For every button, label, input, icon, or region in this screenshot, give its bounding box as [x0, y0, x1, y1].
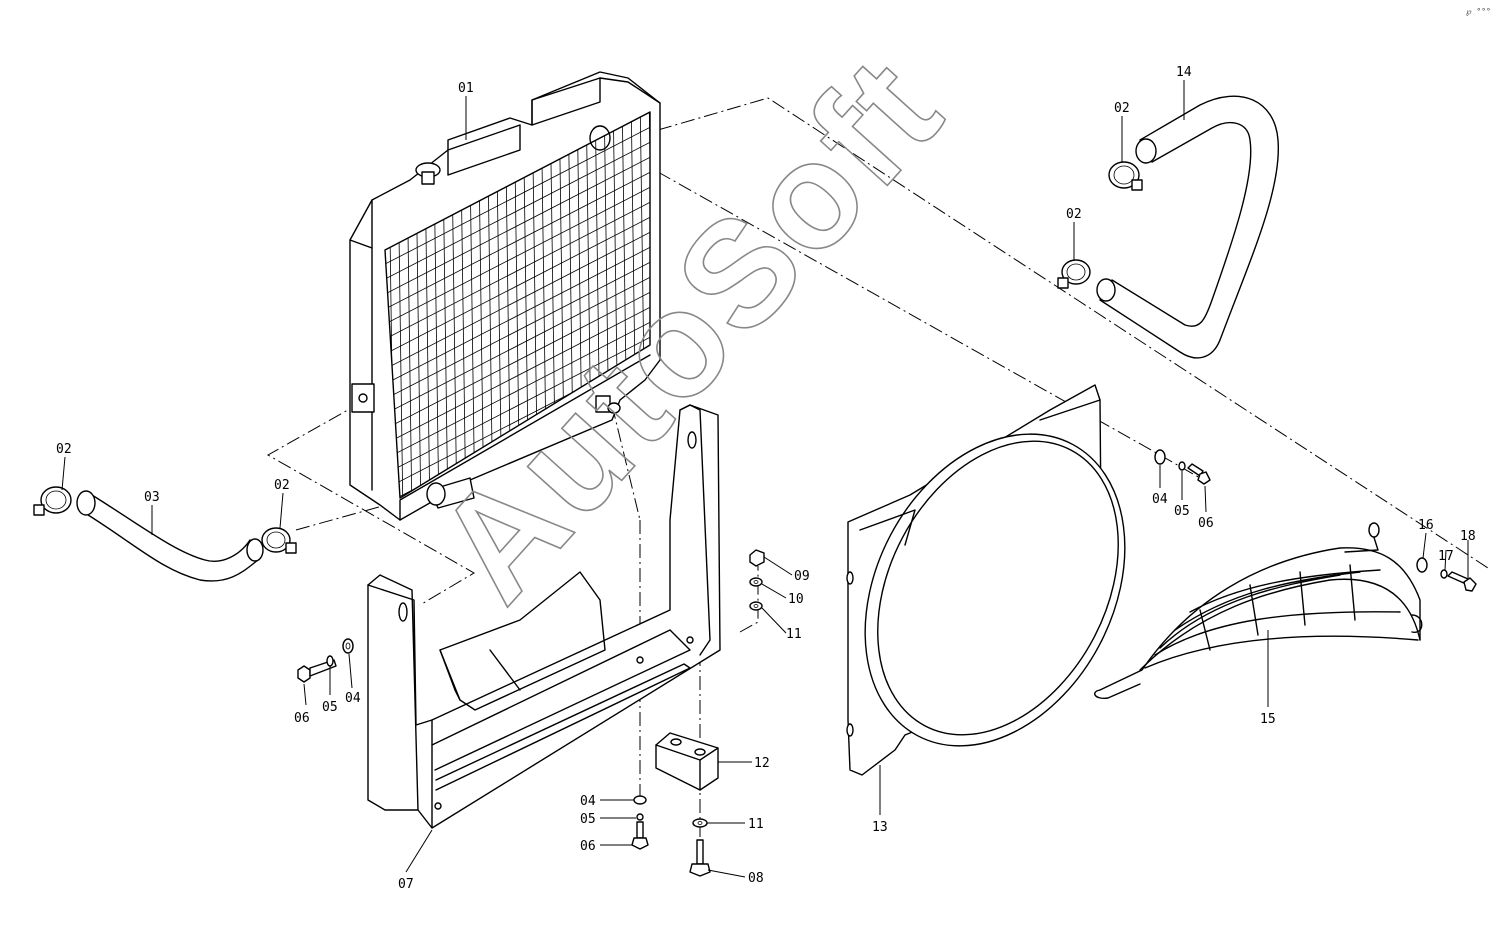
core-fin-row [385, 326, 650, 488]
callout-label: 10 [788, 592, 804, 607]
core-fin-row [385, 146, 650, 308]
callout-label: 14 [1176, 65, 1192, 80]
core-fin-row [385, 116, 650, 278]
hose-clamp-left-mid [261, 527, 297, 554]
callout-label: 09 [794, 569, 810, 584]
lower-hose [76, 490, 264, 582]
mounting-bracket [367, 404, 721, 829]
callout-label: 15 [1260, 712, 1276, 727]
spacer-block [655, 732, 719, 791]
callout-label: 01 [458, 81, 474, 96]
callout-label: 04 [580, 794, 596, 809]
callout-label: 07 [398, 877, 414, 892]
hose-clamp-left [33, 486, 72, 516]
callout-label: 02 [56, 442, 72, 457]
callout-label: 08 [748, 871, 764, 886]
core-fin-row [385, 206, 650, 368]
upper-hose [1096, 95, 1280, 359]
callout-labels: 01 02 02 02 02 03 04 05 06 04 05 06 04 0… [56, 65, 1476, 892]
callout-label: 13 [872, 820, 888, 835]
core-fin-row [385, 266, 650, 428]
fasteners-right [1154, 449, 1211, 485]
core-fin-row [385, 251, 650, 413]
callout-label: 02 [1066, 207, 1082, 222]
core-fin-row [385, 191, 650, 353]
callout-label: 05 [580, 812, 596, 827]
fasteners-bracket [689, 549, 765, 877]
callout-label: 06 [1198, 516, 1214, 531]
callout-label: 18 [1460, 529, 1476, 544]
core-fin-row [385, 296, 650, 458]
fasteners-bottom [631, 795, 649, 850]
callout-label: 03 [144, 490, 160, 505]
core-fin-row [385, 161, 650, 323]
callout-label: 04 [1152, 492, 1168, 507]
callout-label: 16 [1418, 518, 1434, 533]
core-fin-row [385, 281, 650, 443]
callout-label: 05 [1174, 504, 1190, 519]
core-fin-row [385, 311, 650, 473]
hose-clamp-top-left [1108, 161, 1143, 191]
corner-mark: ℘ °°° [1466, 7, 1491, 16]
callout-label: 12 [754, 756, 770, 771]
radiator [349, 71, 661, 521]
callout-label: 06 [580, 839, 596, 854]
callout-label: 17 [1438, 549, 1454, 564]
callout-label: 04 [345, 691, 361, 706]
fasteners-guard [1416, 557, 1477, 592]
leader-lines [61, 80, 1469, 878]
fan-shroud [846, 384, 1126, 776]
core-fin-row [385, 131, 650, 293]
fan-guard [1094, 522, 1423, 700]
core-fin-row [385, 236, 650, 398]
hose-clamp-top-mid [1057, 259, 1091, 289]
callout-label: 02 [1114, 101, 1130, 116]
callout-label: 11 [748, 817, 764, 832]
callout-label: 05 [322, 700, 338, 715]
fasteners-left [297, 638, 354, 683]
core-fin-row [385, 221, 650, 383]
callout-label: 11 [786, 627, 802, 642]
core-fin-row [385, 176, 650, 338]
callout-label: 06 [294, 711, 310, 726]
callout-label: 02 [274, 478, 290, 493]
